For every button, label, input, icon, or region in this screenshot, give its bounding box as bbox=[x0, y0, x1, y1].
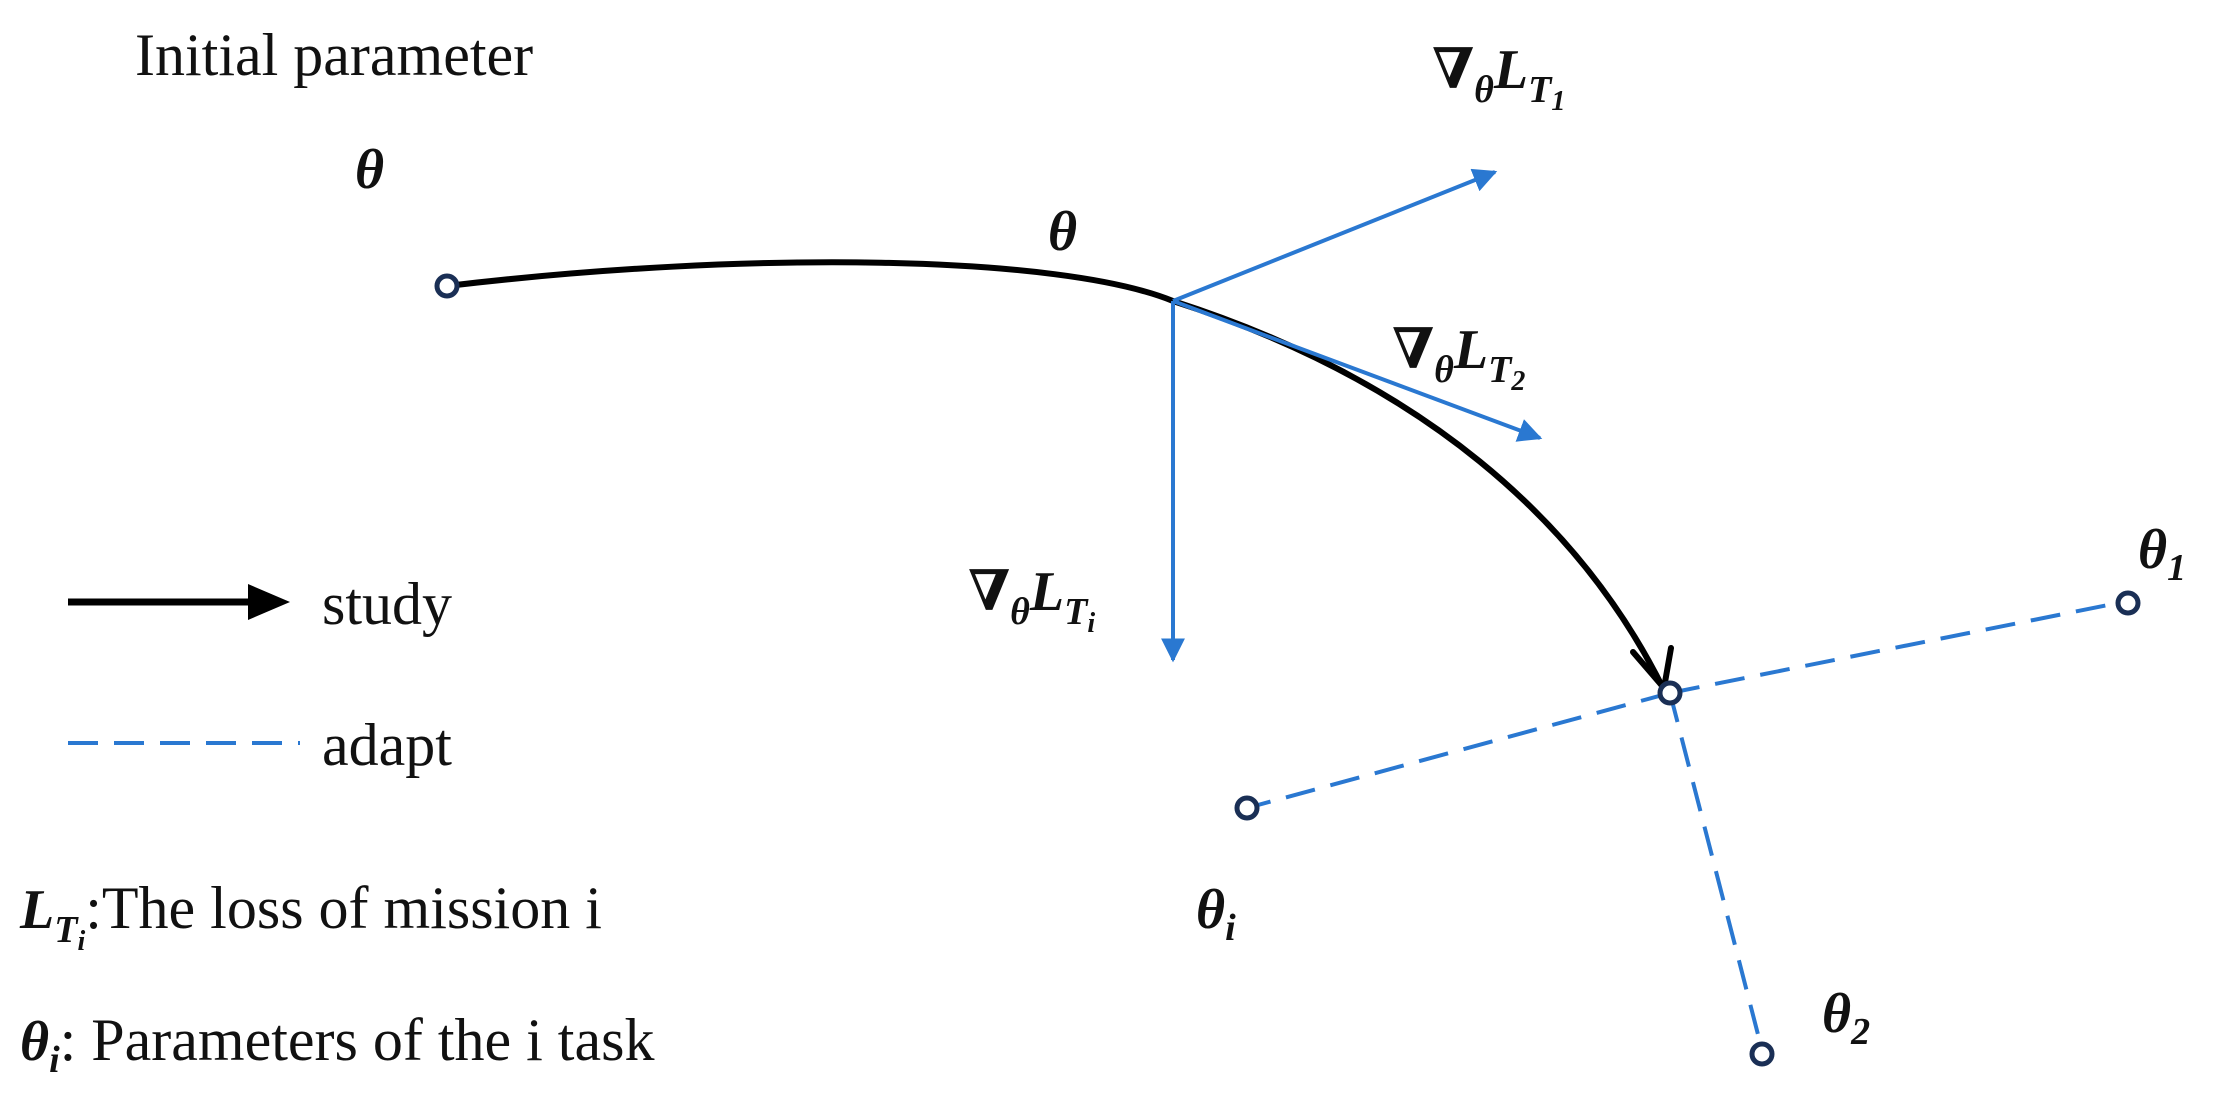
adapt-line-thetai bbox=[1246, 691, 1671, 810]
theta-start-label: θ bbox=[355, 139, 384, 201]
adapt-line-theta1 bbox=[1669, 601, 2119, 695]
study-path bbox=[446, 259, 1667, 692]
gradient-label-ti: ∇θLTi bbox=[968, 561, 1095, 639]
thetai-node bbox=[1234, 795, 1260, 821]
legend-adapt: adapt bbox=[68, 712, 452, 778]
theta1-node bbox=[2115, 590, 2141, 616]
initial-parameter-label: Initial parameter bbox=[135, 22, 533, 88]
legend-study-arrowhead bbox=[248, 584, 290, 620]
gradient-label-t1: ∇θLT1 bbox=[1432, 39, 1565, 117]
gradient-arrow-t2 bbox=[1172, 299, 1543, 442]
legend-study-label: study bbox=[322, 571, 452, 637]
theta-mid-label: θ bbox=[1048, 201, 1077, 263]
legend-study: study bbox=[68, 571, 452, 637]
legend-adapt-label: adapt bbox=[322, 712, 452, 778]
gradient-label-t2: ∇θLT2 bbox=[1392, 319, 1525, 397]
theta2-label: θ2 bbox=[1822, 983, 1870, 1053]
theta2-node bbox=[1749, 1041, 1775, 1067]
theta1-label: θ1 bbox=[2138, 519, 2186, 589]
start-node bbox=[434, 273, 460, 299]
loss-note: LTi:The loss of mission i bbox=[19, 875, 602, 957]
params-note: θi: Parameters of the i task bbox=[20, 1007, 654, 1081]
gradient-arrow-t1 bbox=[1172, 168, 1498, 303]
meta-node bbox=[1657, 680, 1683, 706]
thetai-label: θi bbox=[1196, 879, 1236, 949]
adapt-line-theta2 bbox=[1668, 692, 1764, 1051]
